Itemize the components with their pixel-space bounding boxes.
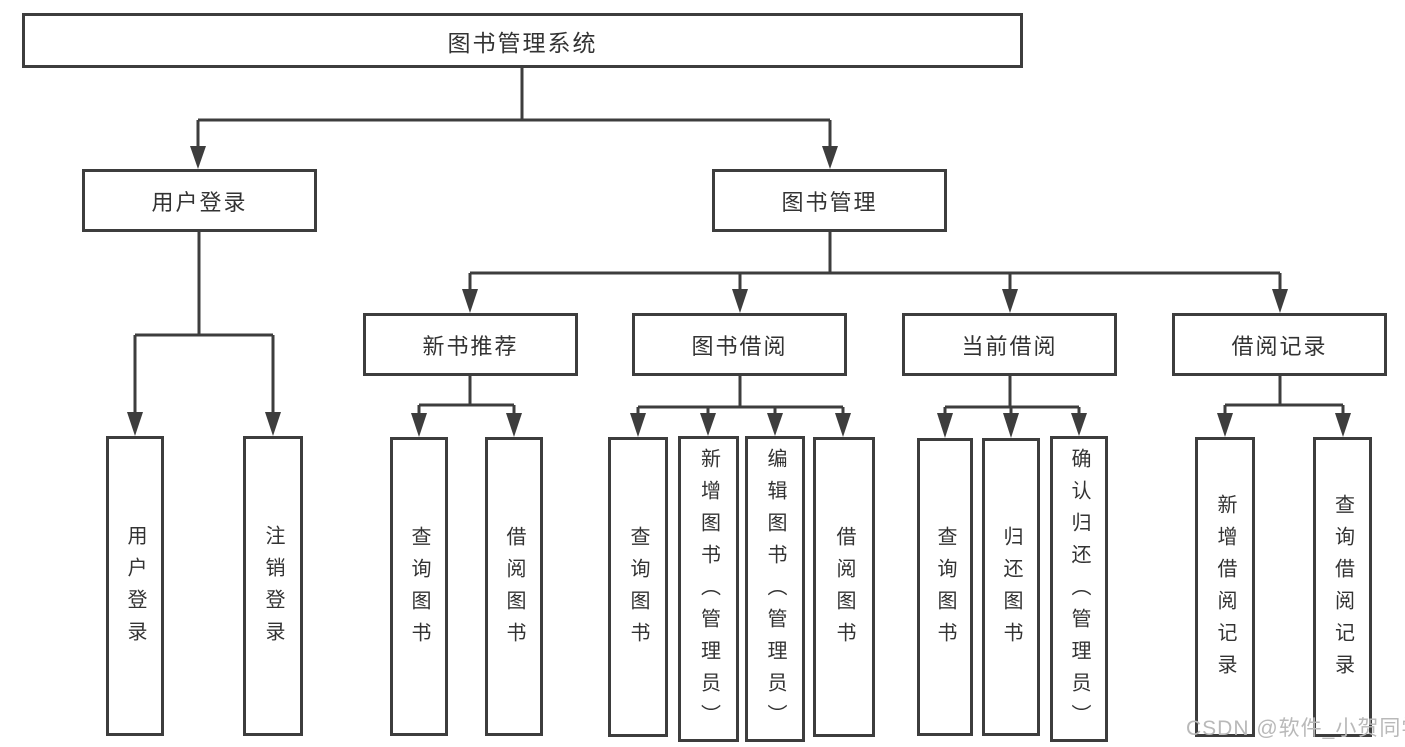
leaf-newbook-query-book: 查询图书 — [390, 437, 448, 736]
leaf-borrow-edit-book-admin: 编辑图书（管理员） — [745, 436, 805, 742]
leaf-logout: 注销登录 — [243, 436, 303, 736]
node-borrow-record: 借阅记录 — [1172, 313, 1387, 376]
leaf-newbook-borrow-book: 借阅图书 — [485, 437, 543, 736]
leaf-user-login: 用户登录 — [106, 436, 164, 736]
node-user-login: 用户登录 — [82, 169, 317, 232]
node-current-borrow: 当前借阅 — [902, 313, 1117, 376]
node-new-book-recommend: 新书推荐 — [363, 313, 578, 376]
leaf-record-query-record: 查询借阅记录 — [1313, 437, 1372, 737]
node-book-borrow: 图书借阅 — [632, 313, 847, 376]
node-book-management: 图书管理 — [712, 169, 947, 232]
leaf-borrow-add-book-admin: 新增图书（管理员） — [678, 436, 739, 742]
leaf-borrow-borrow-book: 借阅图书 — [813, 437, 875, 737]
leaf-record-add-record: 新增借阅记录 — [1195, 437, 1255, 737]
csdn-watermark: CSDN @软件_小贺同学 — [1186, 717, 1405, 740]
leaf-current-return-book: 归还图书 — [982, 438, 1040, 736]
node-root: 图书管理系统 — [22, 13, 1023, 68]
leaf-borrow-query-book: 查询图书 — [608, 437, 668, 737]
leaf-current-query-book: 查询图书 — [917, 438, 973, 736]
leaf-current-confirm-return-admin: 确认归还（管理员） — [1050, 436, 1108, 742]
